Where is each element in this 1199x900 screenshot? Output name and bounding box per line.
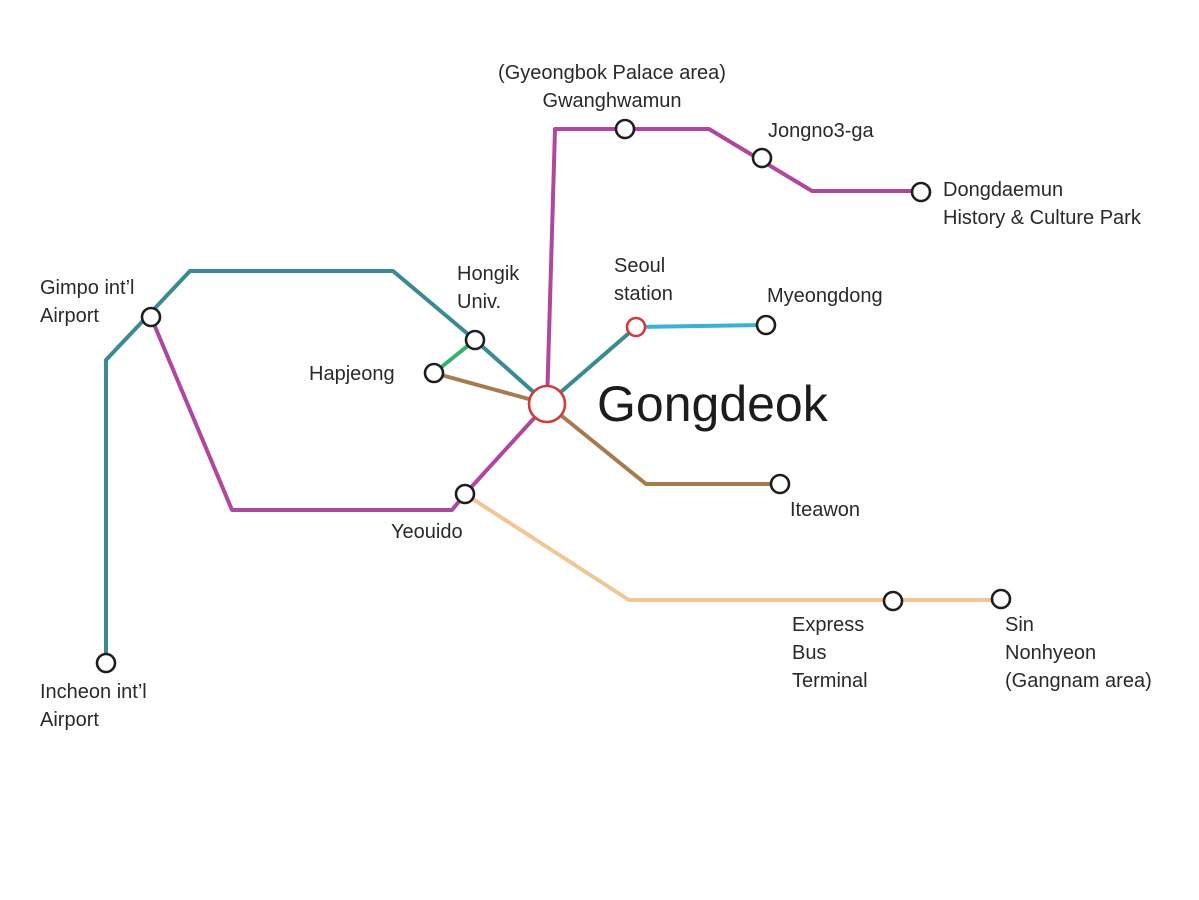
label-sin-nonhyeon: Sin Nonhyeon (Gangnam area) (1005, 614, 1152, 692)
station-jongno3ga[interactable] (751, 147, 773, 169)
label-hongik: Hongik Univ. (457, 263, 520, 313)
label-gwanghwamun-note: (Gyeongbok Palace area) (498, 62, 726, 84)
station-incheon[interactable] (95, 652, 117, 674)
airport-line (104, 269, 638, 665)
station-myeongdong[interactable] (755, 314, 777, 336)
label-iteawon: Iteawon (790, 499, 861, 521)
line4-segment (634, 323, 768, 329)
station-gimpo[interactable] (140, 306, 162, 328)
label-incheon: Incheon int’l Airport (40, 681, 147, 731)
station-gwanghwamun[interactable] (614, 118, 636, 140)
station-sin-nonhyeon[interactable] (990, 588, 1012, 610)
station-yeouido[interactable] (454, 483, 476, 505)
station-gongdeok[interactable] (527, 384, 567, 424)
label-myeongdong: Myeongdong (767, 285, 883, 307)
line5-main (463, 127, 923, 496)
line5-gimpo-branch (149, 315, 467, 512)
label-gongdeok: Gongdeok (597, 376, 828, 432)
label-yeouido: Yeouido (391, 521, 463, 543)
station-hapjeong[interactable] (423, 362, 445, 384)
label-seoul-station: Seoul station (614, 255, 673, 305)
label-hapjeong: Hapjeong (309, 363, 395, 385)
label-gwanghwamun-name: Gwanghwamun (542, 90, 682, 112)
station-seoul[interactable] (625, 316, 647, 338)
label-express-bus: Express Bus Terminal (792, 614, 868, 692)
station-express-bus[interactable] (882, 590, 904, 612)
station-dongdaemun[interactable] (910, 181, 932, 203)
station-iteawon[interactable] (769, 473, 791, 495)
label-dongdaemun: Dongdaemun History & Culture Park (943, 179, 1141, 229)
line6 (432, 371, 782, 486)
line9 (463, 492, 1003, 602)
label-gwanghwamun: (Gyeongbok Palace area) Gwanghwamun (478, 59, 746, 115)
label-gimpo: Gimpo int’l Airport (40, 277, 135, 327)
station-hongik[interactable] (464, 329, 486, 351)
label-jongno3ga: Jongno3-ga (768, 120, 874, 142)
